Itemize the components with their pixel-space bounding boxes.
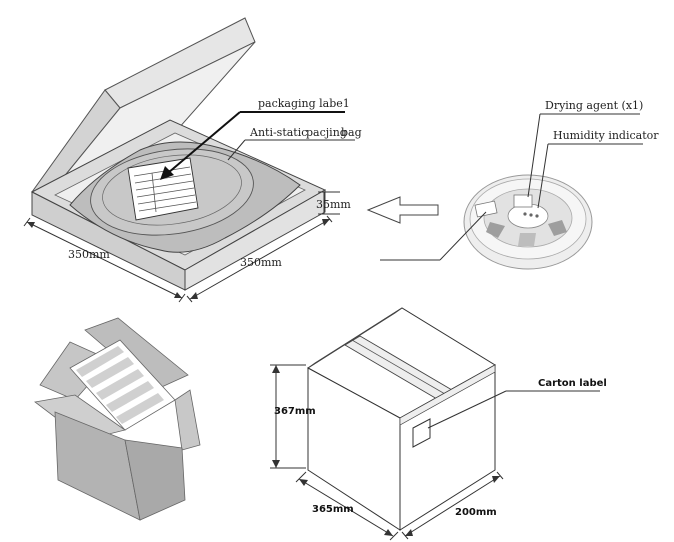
humidity-indicator-card <box>513 194 533 208</box>
antistatic-text-2: pacjing <box>306 126 347 139</box>
carton-height-text: 367mm <box>274 406 316 417</box>
humidity-indicator-callout: Humidity indicator <box>537 129 659 209</box>
drying-agent-text: Drying agent (x1) <box>545 99 643 112</box>
box-width-text: 350mm <box>68 248 110 261</box>
reel-window-2 <box>548 220 567 236</box>
carton-face-right <box>124 439 186 521</box>
carton-flap-right <box>174 389 201 451</box>
humidity-dot-1 <box>523 212 527 216</box>
packaging-label-callout: packaging labe1 <box>160 97 350 180</box>
open-carton <box>34 317 201 521</box>
humidity-dot-2 <box>529 213 533 217</box>
box-height-dimension: 35mm <box>316 191 351 215</box>
carton-depth-text: 200mm <box>455 507 497 518</box>
pizza-box-open <box>30 17 327 291</box>
carton-label-text: Carton label <box>538 378 607 389</box>
drying-agent-pack <box>474 200 498 218</box>
carton-strip-1 <box>76 346 124 377</box>
box-height-text: 35mm <box>316 198 351 211</box>
packaging-label-text: packaging labe1 <box>258 97 350 110</box>
antistatic-text-1: Anti-static <box>249 126 307 139</box>
box-depth-text: 350mm <box>240 256 282 269</box>
reel-in-bag-inner <box>102 154 242 226</box>
carton-strip-5 <box>116 393 164 424</box>
box-depth-dimension: 350mm <box>186 215 333 303</box>
carton-tape-edge <box>307 307 403 369</box>
reel-window-3 <box>518 233 536 246</box>
carton-height-dimension: 367mm <box>270 364 316 469</box>
reel-window-1 <box>486 222 505 238</box>
box-width-dimension: 350mm <box>23 217 186 303</box>
antistatic-bag-callout: Anti-static pacjing bag <box>227 126 362 161</box>
antistatic-text-3: bag <box>341 126 362 139</box>
reel-with-desiccant <box>463 174 593 270</box>
drying-agent-callout: Drying agent (x1) <box>527 99 643 198</box>
humidity-dot-3 <box>535 214 539 218</box>
box-front-right <box>184 189 326 291</box>
carton-strip-3 <box>96 369 144 400</box>
carton-strip-2 <box>86 357 134 388</box>
carton-width-text: 365mm <box>312 504 354 515</box>
carton-depth-dimension: 200mm <box>401 471 504 540</box>
carton-label-callout: Carton label <box>427 378 607 429</box>
reel-left-callout <box>380 211 487 261</box>
sealed-carton <box>307 307 496 531</box>
reel-hub <box>507 203 549 229</box>
humidity-indicator-text: Humidity indicator <box>553 129 659 142</box>
carton-label-rect <box>412 418 431 448</box>
carton-strip-4 <box>106 381 154 412</box>
carton-width-dimension: 365mm <box>295 471 399 541</box>
carton-tape-vertical <box>399 364 496 426</box>
packaging-label-card <box>127 157 199 221</box>
hollow-arrow-left <box>366 196 439 224</box>
